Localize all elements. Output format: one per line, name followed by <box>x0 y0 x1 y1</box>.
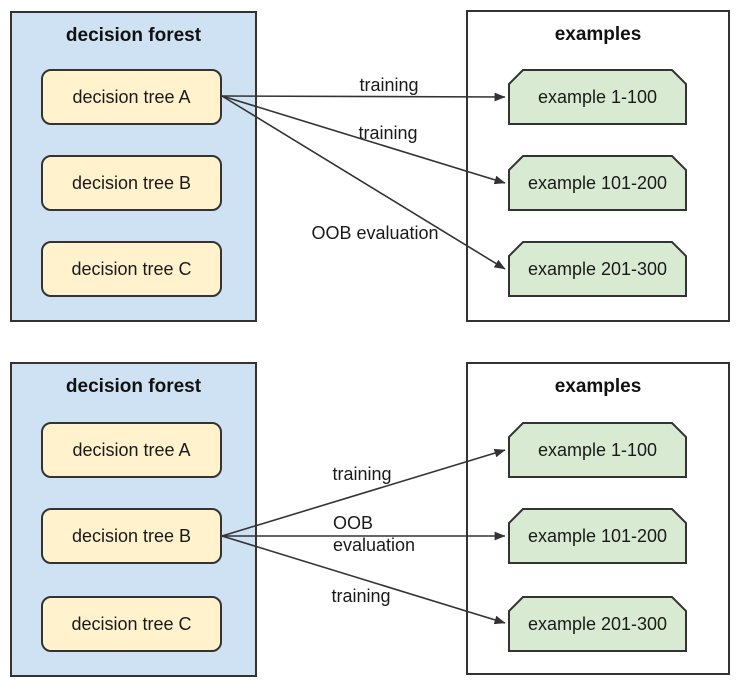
tree-label: decision tree C <box>71 613 192 634</box>
card-shape <box>508 69 687 125</box>
tree-label: decision tree C <box>71 258 192 279</box>
example-101-200-node-2: example 101-200 <box>508 508 687 564</box>
tree-label: decision tree B <box>71 172 192 193</box>
decision-tree-a-node-2: decision tree A <box>41 422 222 478</box>
example-101-200-node-1: example 101-200 <box>508 155 687 211</box>
tree-label: decision tree A <box>72 86 191 107</box>
card-shape <box>508 422 687 478</box>
examples-title-1: examples <box>554 24 642 45</box>
card-shape <box>508 241 687 297</box>
example-label: example 101-200 <box>527 525 668 546</box>
arrow-treeA-training-example1 <box>221 92 506 102</box>
example-label: example 101-200 <box>527 172 668 193</box>
tree-label: decision tree B <box>71 525 192 546</box>
forest-title-1: decision forest <box>65 25 202 46</box>
oob-line: OOB <box>333 513 374 533</box>
decision-tree-b-node-2: decision tree B <box>41 508 222 564</box>
arrow-label-oob-evaluation-2: OOB evaluation <box>333 512 415 556</box>
card-shape <box>508 155 687 211</box>
example-1-100-node-2: example 1-100 <box>508 422 687 478</box>
example-label: example 1-100 <box>537 439 658 460</box>
arrow-label-training-1b: training <box>358 123 418 143</box>
example-label: example 201-300 <box>527 258 668 279</box>
decision-tree-c-node-2: decision tree C <box>41 596 222 652</box>
forest-title-2: decision forest <box>65 376 202 397</box>
example-label: example 1-100 <box>537 86 658 107</box>
decision-tree-b-node-1: decision tree B <box>41 155 222 211</box>
decision-tree-c-node-1: decision tree C <box>41 241 222 297</box>
card-shape <box>508 508 687 564</box>
example-label: example 201-300 <box>527 613 668 634</box>
decision-tree-a-node-1: decision tree A <box>41 69 222 125</box>
example-201-300-node-2: example 201-300 <box>508 596 687 652</box>
tree-label: decision tree A <box>72 439 191 460</box>
example-201-300-node-1: example 201-300 <box>508 241 687 297</box>
card-shape <box>508 596 687 652</box>
arrow-label-training-1a: training <box>359 75 419 95</box>
arrow-label-training-2a: training <box>332 464 392 484</box>
examples-title-2: examples <box>554 376 642 397</box>
example-1-100-node-1: example 1-100 <box>508 69 687 125</box>
arrow-label-oob-evaluation-1: OOB evaluation <box>311 223 439 243</box>
arrow-label-training-2b: training <box>331 586 391 606</box>
evaluation-line: evaluation <box>333 535 416 555</box>
